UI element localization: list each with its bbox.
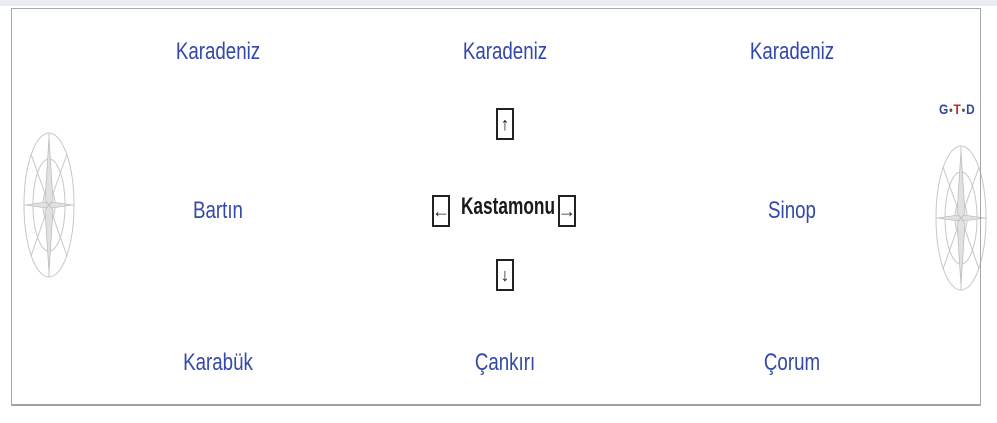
arrow-left-icon[interactable]: ← bbox=[432, 195, 450, 227]
current-location-label: Kastamonu bbox=[460, 193, 556, 220]
compass-rose-icon bbox=[23, 132, 75, 278]
neighbor-east-link[interactable]: Sinop bbox=[768, 197, 816, 224]
arrow-right-icon[interactable]: → bbox=[558, 195, 576, 227]
neighbor-west-link[interactable]: Bartın bbox=[193, 197, 243, 224]
compass-rose-icon bbox=[935, 145, 987, 291]
legend-d[interactable]: D bbox=[966, 101, 976, 117]
gtd-legend[interactable]: G•T•D bbox=[939, 101, 976, 117]
legend-separator: • bbox=[961, 103, 967, 117]
legend-g[interactable]: G bbox=[939, 101, 950, 117]
legend-separator: • bbox=[949, 103, 954, 117]
neighbor-northwest-link[interactable]: Karadeniz bbox=[175, 38, 261, 65]
arrow-up-icon[interactable]: ↑ bbox=[496, 108, 514, 140]
neighbor-north-link[interactable]: Karadeniz bbox=[462, 38, 548, 65]
top-strip bbox=[0, 0, 997, 6]
geographic-location-box bbox=[11, 8, 981, 406]
legend-t[interactable]: T bbox=[953, 101, 962, 117]
neighbor-northeast-link[interactable]: Karadeniz bbox=[749, 38, 835, 65]
neighbor-southeast-link[interactable]: Çorum bbox=[763, 349, 821, 376]
neighbor-south-link[interactable]: Çankırı bbox=[474, 349, 536, 376]
arrow-down-icon[interactable]: ↓ bbox=[496, 259, 514, 291]
neighbor-southwest-link[interactable]: Karabük bbox=[183, 349, 253, 376]
